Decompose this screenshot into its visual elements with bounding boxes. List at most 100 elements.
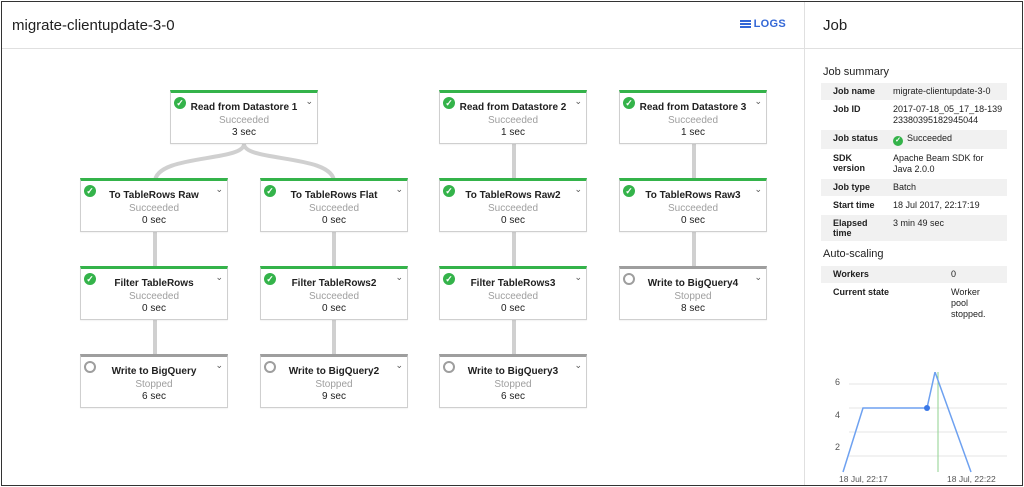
check-circle-icon: ✓ [84, 273, 96, 285]
stopped-circle-icon [443, 361, 455, 373]
step-filter-tablerows[interactable]: ✓ ⌄ Filter TableRows Succeeded 0 sec [80, 266, 228, 320]
chevron-down-icon[interactable]: ⌄ [754, 96, 762, 106]
chevron-down-icon[interactable]: ⌄ [215, 360, 223, 370]
autoscaling-key: Current state [833, 287, 890, 297]
step-time: 0 sec [322, 303, 346, 314]
step-name: Write to BigQuery4 [647, 278, 739, 289]
edge-n1-n5 [242, 143, 336, 183]
job-graph: ✓ ⌄ Read from Datastore 1 Succeeded 3 se… [2, 50, 804, 485]
step-state: Succeeded [487, 203, 539, 214]
chart-grid [849, 383, 1007, 457]
check-circle-icon: ✓ [174, 97, 186, 109]
step-time: 0 sec [142, 215, 166, 226]
chevron-down-icon[interactable]: ⌄ [754, 184, 762, 194]
chevron-down-icon[interactable]: ⌄ [754, 272, 762, 282]
list-icon [739, 19, 751, 29]
graph-edges [153, 143, 696, 358]
step-to-tablerows-raw[interactable]: ✓ ⌄ To TableRows Raw Succeeded 0 sec [80, 178, 228, 232]
step-name: Read from Datastore 1 [190, 102, 298, 113]
check-circle-icon: ✓ [264, 273, 276, 285]
step-name: Filter TableRows3 [470, 278, 556, 289]
step-filter-tablerows2[interactable]: ✓ ⌄ Filter TableRows2 Succeeded 0 sec [260, 266, 408, 320]
chevron-down-icon[interactable]: ⌄ [215, 272, 223, 282]
step-state: Succeeded [218, 115, 270, 126]
step-name: To TableRows Raw3 [645, 190, 741, 201]
step-read-from-datastore-2[interactable]: ✓ ⌄ Read from Datastore 2 Succeeded 1 se… [439, 90, 587, 144]
autoscaling-key: Workers [833, 269, 869, 279]
autoscaling-value: Worker pool stopped. [951, 287, 986, 319]
logs-button[interactable]: LOGS [739, 18, 786, 30]
summary-key: SDK version [833, 153, 866, 173]
edge-n1-n4 [153, 143, 246, 183]
step-to-tablerows-raw2[interactable]: ✓ ⌄ To TableRows Raw2 Succeeded 0 sec [439, 178, 587, 232]
step-name: Write to BigQuery2 [288, 366, 380, 377]
summary-row-sdk-version: SDK version Apache Beam SDK for Java 2.0… [821, 150, 1007, 179]
step-state: Succeeded [128, 291, 180, 302]
check-circle-icon: ✓ [893, 136, 903, 146]
summary-row-elapsed-time: Elapsed time 3 min 49 sec [821, 215, 1007, 242]
check-circle-icon: ✓ [623, 97, 635, 109]
summary-row-job-id: Job ID 2017-07-18_05_17_18-1392338039518… [821, 101, 1007, 130]
summary-key: Job type [833, 182, 871, 192]
step-name: Read from Datastore 3 [639, 102, 747, 113]
step-name: Filter TableRows [114, 278, 194, 289]
job-summary-title: Job summary [823, 66, 890, 78]
step-time: 6 sec [142, 391, 166, 402]
step-state: Succeeded [128, 203, 180, 214]
step-to-tablerows-raw3[interactable]: ✓ ⌄ To TableRows Raw3 Succeeded 0 sec [619, 178, 767, 232]
step-name: Write to BigQuery [111, 366, 197, 377]
step-time: 0 sec [501, 215, 525, 226]
step-write-to-bigquery[interactable]: ⌄ Write to BigQuery Stopped 6 sec [80, 354, 228, 408]
chevron-down-icon[interactable]: ⌄ [395, 184, 403, 194]
step-state: Succeeded [308, 291, 360, 302]
step-filter-tablerows3[interactable]: ✓ ⌄ Filter TableRows3 Succeeded 0 sec [439, 266, 587, 320]
job-title: migrate-clientupdate-3-0 [12, 17, 175, 34]
chevron-down-icon[interactable]: ⌄ [574, 272, 582, 282]
chevron-down-icon[interactable]: ⌄ [305, 96, 313, 106]
summary-value: 3 min 49 sec [893, 218, 945, 228]
y-tick-6: 6 [835, 377, 840, 387]
autoscaling-table: Workers 0 Current state Worker pool stop… [821, 266, 1007, 324]
x-label-start: 18 Jul, 22:17 [839, 474, 888, 484]
step-time: 1 sec [501, 127, 525, 138]
step-state: Succeeded [667, 203, 719, 214]
summary-key: Job name [833, 86, 876, 96]
job-side-panel: Job Job summary Job name migrate-clientu… [804, 2, 1022, 485]
autoscaling-row-current-state: Current state Worker pool stopped. [821, 284, 1007, 324]
step-state: Stopped [315, 379, 353, 390]
summary-row-job-type: Job type Batch [821, 179, 1007, 197]
step-state: Stopped [135, 379, 173, 390]
step-write-to-bigquery4[interactable]: ⌄ Write to BigQuery4 Stopped 8 sec [619, 266, 767, 320]
chart-point[interactable] [924, 405, 930, 411]
stopped-circle-icon [84, 361, 96, 373]
step-to-tablerows-flat[interactable]: ✓ ⌄ To TableRows Flat Succeeded 0 sec [260, 178, 408, 232]
check-circle-icon: ✓ [264, 185, 276, 197]
chevron-down-icon[interactable]: ⌄ [574, 184, 582, 194]
step-time: 6 sec [501, 391, 525, 402]
chevron-down-icon[interactable]: ⌄ [395, 272, 403, 282]
workers-line [842, 372, 972, 473]
autoscaling-value: 0 [951, 269, 957, 279]
summary-row-job-status: Job status ✓Succeeded [821, 130, 1007, 150]
step-read-from-datastore-3[interactable]: ✓ ⌄ Read from Datastore 3 Succeeded 1 se… [619, 90, 767, 144]
step-read-from-datastore-1[interactable]: ✓ ⌄ Read from Datastore 1 Succeeded 3 se… [170, 90, 318, 144]
check-circle-icon: ✓ [443, 185, 455, 197]
chevron-down-icon[interactable]: ⌄ [395, 360, 403, 370]
main-header: migrate-clientupdate-3-0 LOGS [2, 2, 804, 49]
chevron-down-icon[interactable]: ⌄ [574, 360, 582, 370]
summary-key: Job status [833, 133, 879, 143]
step-time: 8 sec [681, 303, 705, 314]
summary-value: migrate-clientupdate-3-0 [893, 86, 991, 96]
x-label-end: 18 Jul, 22:22 [947, 474, 996, 484]
summary-key: Start time [833, 200, 875, 210]
chevron-down-icon[interactable]: ⌄ [215, 184, 223, 194]
step-write-to-bigquery2[interactable]: ⌄ Write to BigQuery2 Stopped 9 sec [260, 354, 408, 408]
summary-key: Job ID [833, 104, 861, 114]
check-circle-icon: ✓ [623, 185, 635, 197]
check-circle-icon: ✓ [443, 273, 455, 285]
step-write-to-bigquery3[interactable]: ⌄ Write to BigQuery3 Stopped 6 sec [439, 354, 587, 408]
summary-value: 2017-07-18_05_17_18-13923380395182945044 [893, 104, 1003, 125]
step-name: To TableRows Raw2 [465, 190, 561, 201]
chevron-down-icon[interactable]: ⌄ [574, 96, 582, 106]
